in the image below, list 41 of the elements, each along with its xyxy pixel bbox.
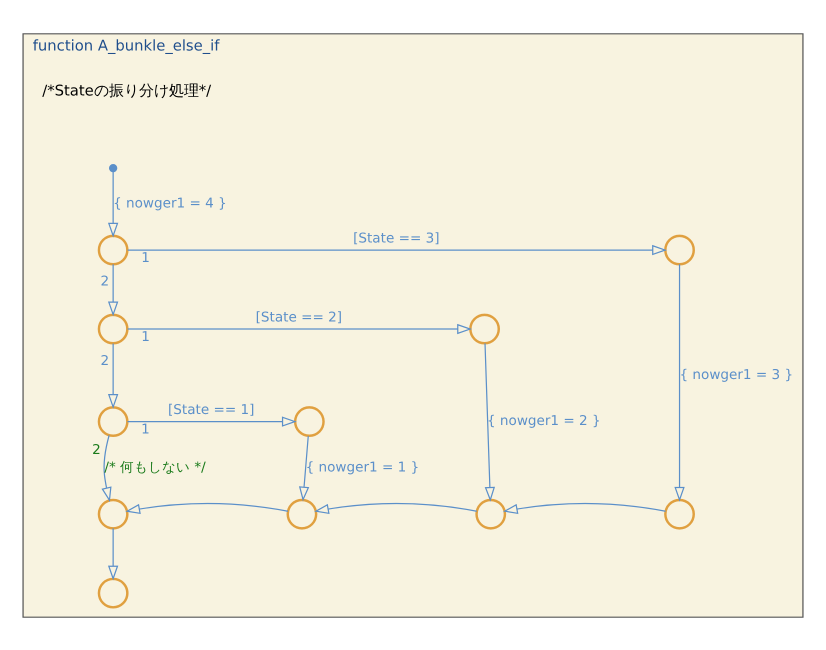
edge-label: /* 何もしない */	[104, 458, 206, 475]
edge-label: [State == 2]	[256, 308, 342, 325]
node-circle	[98, 577, 129, 608]
edge-label: { nowger1 = 1 }	[306, 458, 420, 475]
edge-label: [State == 3]	[353, 230, 440, 246]
arrow	[108, 264, 118, 316]
arrow	[128, 244, 667, 255]
arrow	[314, 502, 477, 514]
label: 1	[141, 249, 150, 266]
arrow	[298, 436, 310, 501]
edge-label: [State == 1]	[168, 401, 254, 418]
node-circle	[98, 406, 129, 437]
node-circle	[475, 498, 506, 530]
label: 2	[100, 273, 110, 290]
arrow	[484, 342, 496, 502]
node-circle	[664, 498, 695, 530]
arrow	[128, 323, 472, 334]
arrow	[125, 502, 288, 514]
node-circle	[664, 234, 695, 265]
arrow	[101, 434, 112, 502]
label: 2	[92, 441, 101, 458]
arrow	[674, 264, 685, 502]
arrow	[108, 172, 118, 238]
label: /*Stateの振り分け処理*/	[42, 82, 212, 100]
node-circle	[98, 234, 129, 265]
node-circle	[98, 313, 129, 344]
node-circle	[98, 498, 129, 530]
node-circle	[286, 498, 318, 530]
arrow	[108, 343, 118, 408]
label: 2	[100, 352, 110, 368]
label: 1	[141, 420, 150, 437]
edge-label: { nowger1 = 2 }	[486, 412, 601, 429]
node-circle	[469, 313, 500, 344]
label: 1	[141, 328, 150, 344]
node-circle	[294, 406, 325, 437]
arrow	[108, 528, 118, 580]
arrow	[128, 416, 297, 426]
node-dot	[108, 164, 118, 172]
edge-label: { nowger1 = 3 }	[679, 366, 794, 382]
arrow	[502, 502, 666, 514]
edge-label: { nowger1 = 4 }	[113, 194, 227, 211]
